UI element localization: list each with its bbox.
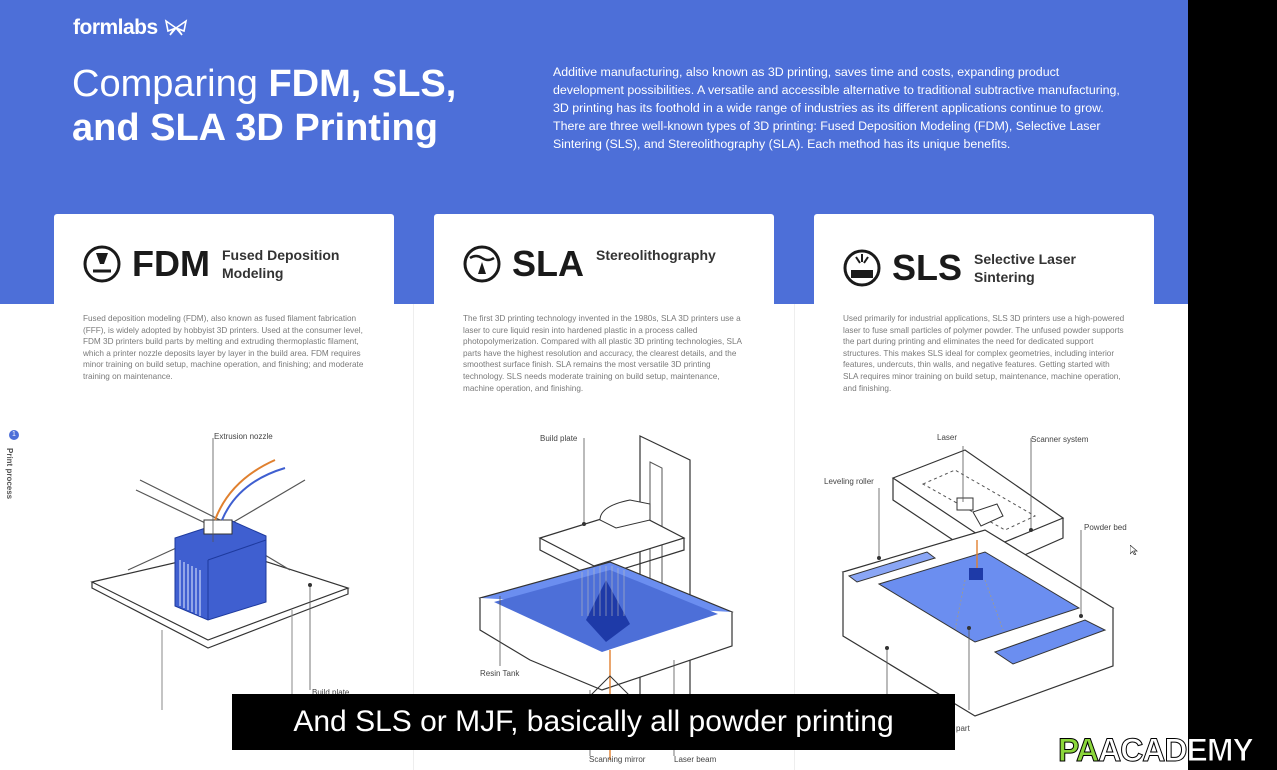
- card-fullname-sla: Stereolithography: [596, 246, 716, 264]
- card-abbr-sls: SLS: [892, 247, 963, 288]
- sla-description: The first 3D printing technology invente…: [463, 314, 742, 393]
- sls-description: Used primarily for industrial applicatio…: [843, 314, 1125, 393]
- column-divider: [413, 304, 414, 770]
- fullname-line-1: Selective Laser: [974, 251, 1076, 267]
- label-laser: Laser: [937, 433, 958, 442]
- card-fullname-sls: Selective Laser Sintering: [974, 250, 1076, 286]
- sidebar-step: 1 Print process: [3, 430, 23, 520]
- sla-icon: [463, 245, 501, 283]
- fdm-illustration: [90, 438, 350, 710]
- sla-illustration: [478, 435, 734, 760]
- column-divider: [794, 304, 795, 770]
- title-bold-1: FDM, SLS,: [268, 63, 457, 105]
- document-page: formlabs Comparing FDM, SLS, and SLA 3D …: [0, 0, 1188, 770]
- butterfly-icon: [164, 19, 187, 36]
- fullname-line-2: Modeling: [221, 265, 284, 281]
- mouse-cursor-icon: [1130, 545, 1138, 555]
- card-fdm: FDM Fused Deposition Modeling: [54, 214, 394, 310]
- label-scanner-system: Scanner system: [1031, 435, 1089, 444]
- step-label: Print process: [5, 448, 14, 500]
- page-title: Comparing FDM, SLS, and SLA 3D Printing: [72, 62, 456, 150]
- step-number: 1: [9, 430, 19, 440]
- watermark-academy: ACADEMY: [1098, 732, 1255, 769]
- card-fullname-fdm: Fused Deposition Modeling: [222, 246, 339, 282]
- label-part: part: [956, 724, 970, 733]
- formlabs-logo: formlabs: [73, 16, 188, 40]
- card-abbr-sla: SLA: [512, 243, 584, 284]
- sls-icon: [843, 249, 881, 287]
- card-abbr-fdm: FDM: [132, 243, 210, 284]
- fullname-line-2: Sintering: [974, 269, 1035, 285]
- card-sls: SLS Selective Laser Sintering: [814, 214, 1154, 310]
- fullname-line-1: Stereolithography: [596, 247, 716, 263]
- fdm-description: Fused deposition modeling (FDM), also kn…: [83, 314, 364, 381]
- logo-text: formlabs: [73, 16, 158, 39]
- title-light: Comparing: [72, 63, 258, 105]
- label-laser-beam: Laser beam: [674, 755, 717, 764]
- pa-academy-watermark: PAACADEMY: [1057, 732, 1255, 769]
- label-extrusion-nozzle: Extrusion nozzle: [214, 432, 273, 441]
- label-resin-tank: Resin Tank: [480, 669, 520, 678]
- fullname-line-1: Fused Deposition: [221, 247, 340, 263]
- card-sla: SLA Stereolithography: [434, 214, 774, 310]
- label-scanning-mirror: Scanning mirror: [589, 755, 646, 764]
- watermark-pa: PA: [1057, 732, 1099, 769]
- title-bold-2: and SLA 3D Printing: [72, 107, 438, 149]
- label-powder-bed: Powder bed: [1084, 523, 1127, 532]
- label-sla-build-plate: Build plate: [540, 434, 578, 443]
- label-fdm-build-plate: Build plate: [312, 688, 350, 697]
- intro-paragraph: Additive manufacturing, also known as 3D…: [553, 65, 1120, 151]
- fdm-icon: [83, 245, 121, 283]
- label-leveling-roller: Leveling roller: [824, 477, 874, 486]
- sls-illustration: [841, 438, 1115, 717]
- video-subtitle: And SLS or MJF, basically all powder pri…: [232, 694, 955, 750]
